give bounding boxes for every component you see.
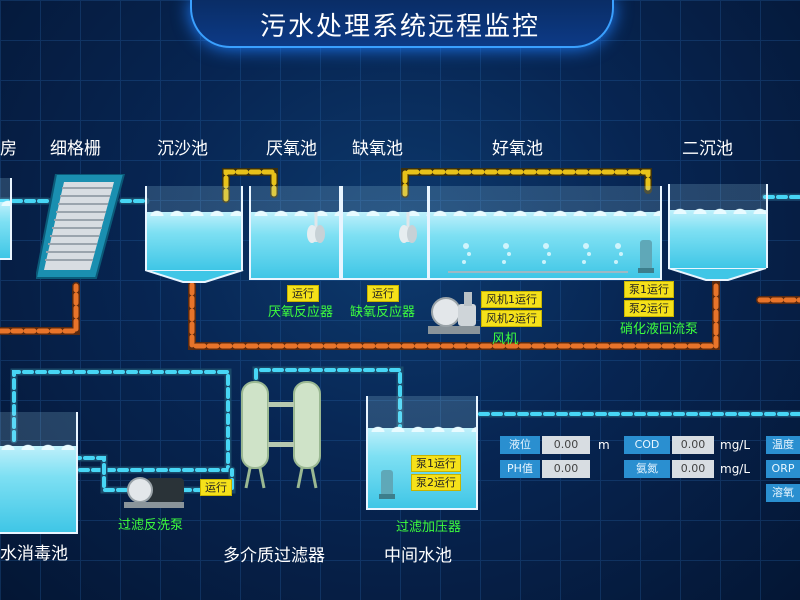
backwash-pump-icon	[124, 477, 184, 508]
disinfection-tank	[0, 412, 78, 534]
anoxic-reactor-label: 缺氧反应器	[350, 305, 416, 320]
multimedia-filter-label: 多介质过滤器	[223, 546, 325, 566]
secondary-clarifier-label: 二沉池	[682, 139, 733, 159]
grit-hopper	[145, 270, 244, 283]
secondary-clarifier-tank	[668, 184, 768, 268]
reading-value-level: 0.00	[542, 436, 590, 454]
flow-pipes	[0, 168, 800, 504]
reading-unit-ammonia: mg/L	[720, 462, 751, 476]
anaerobic-mixer-icon	[307, 212, 325, 243]
booster-pump-icon	[379, 470, 395, 499]
pump-house-label: 房	[0, 139, 17, 159]
anaerobic-tank	[249, 186, 341, 280]
disinfection-tank-label: 水消毒池	[0, 544, 68, 564]
reading-value-cod: 0.00	[672, 436, 714, 454]
blower2-status: 风机2运行	[481, 310, 542, 327]
reading-label-orp: ORP	[766, 460, 800, 478]
booster-pump1-status: 泵1运行	[411, 455, 461, 472]
page-title: 污水处理系统远程监控	[259, 12, 540, 42]
intermediate-tank-label: 中间水池	[384, 546, 452, 566]
backwash-pump-status: 运行	[200, 479, 232, 496]
booster-pump2-status: 泵2运行	[411, 474, 461, 491]
anoxic-reactor-status: 运行	[367, 285, 399, 302]
reading-label-level: 液位	[500, 436, 540, 454]
anoxic-mixer-icon	[399, 212, 417, 243]
aerobic-tank-label: 好氧池	[492, 139, 543, 159]
multimedia-filter-icon	[241, 381, 321, 489]
reading-label-ammonia: 氨氮	[624, 460, 670, 478]
grit-chamber-label: 沉沙池	[157, 139, 208, 159]
title-bar	[190, 0, 614, 48]
nitrification-pump-label: 硝化液回流泵	[620, 322, 699, 337]
nitrification-pump1-status: 泵1运行	[624, 281, 674, 298]
reading-unit-cod: mg/L	[720, 438, 751, 452]
blower-label: 风机	[492, 332, 519, 347]
fine-screen	[36, 174, 126, 279]
reading-value-ammonia: 0.00	[672, 460, 714, 478]
screen-label: 细格栅	[50, 139, 101, 159]
pump-house-tank	[0, 178, 12, 260]
nitrification-pump2-status: 泵2运行	[624, 300, 674, 317]
grit-chamber-tank	[145, 186, 243, 270]
anaerobic-tank-label: 厌氧池	[266, 139, 317, 159]
reading-label-temperature: 温度	[766, 436, 800, 454]
reading-value-ph: 0.00	[542, 460, 590, 478]
blower-icon	[428, 292, 480, 334]
blower1-status: 风机1运行	[481, 291, 542, 308]
reading-unit-level: m	[598, 438, 610, 452]
reading-label-ph: PH值	[500, 460, 540, 478]
booster-pump-label: 过滤加压器	[396, 520, 462, 535]
clarifier-hopper	[668, 268, 767, 281]
anaerobic-reactor-label: 厌氧反应器	[268, 305, 334, 320]
reading-label-cod: COD	[624, 436, 670, 454]
return-pipes	[0, 278, 800, 350]
aeration-diffusers	[448, 243, 628, 273]
backwash-pump-label: 过滤反洗泵	[118, 518, 184, 533]
nitrification-pump-icon	[638, 240, 654, 273]
reading-label-do: 溶氧	[766, 484, 800, 502]
anoxic-tank	[341, 186, 429, 280]
anaerobic-reactor-status: 运行	[287, 285, 319, 302]
anoxic-tank-label: 缺氧池	[352, 139, 403, 159]
